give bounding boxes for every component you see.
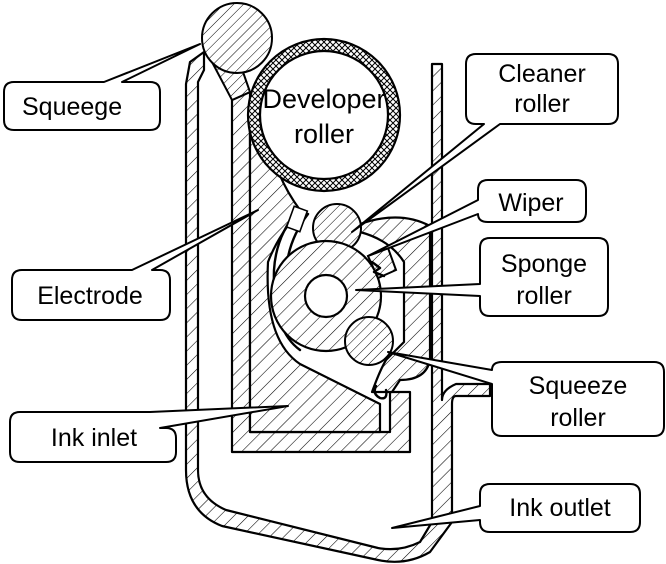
cleaner-roller-label-2: roller [514, 90, 570, 118]
squeeze-roller-label-2: roller [550, 404, 606, 432]
squeeze-hook [373, 384, 388, 400]
developer-roller [246, 37, 402, 193]
squeeze-roller-label-1: Squeeze [529, 372, 628, 400]
squeege-callout [3, 43, 201, 131]
developer-roller-label-2: roller [294, 119, 354, 149]
wiper-label: Wiper [498, 189, 563, 217]
squeeze-roller [344, 316, 394, 366]
cleaner-callout [351, 53, 619, 233]
cleaner-roller-label-1: Cleaner [498, 60, 586, 88]
sponge-roller-label-1: Sponge [501, 250, 587, 278]
squeeze-callout [387, 351, 665, 437]
outer-housing [184, 50, 492, 563]
squeege-roller [201, 2, 273, 74]
developer-roller-label-1: Developer [262, 84, 385, 114]
electrode-callout [11, 209, 259, 321]
ink-inlet-callout [9, 405, 289, 463]
wiper-callout [367, 179, 587, 257]
ink-outlet-callout [391, 483, 641, 533]
ink-inlet-label: Ink inlet [51, 424, 137, 452]
electrode-label: Electrode [37, 282, 143, 310]
sponge-callout [355, 237, 609, 317]
wiper-spring [370, 260, 386, 278]
squeege-label: Squeege [22, 93, 122, 121]
sponge-roller-cavity [358, 216, 432, 394]
electrode-contact [285, 205, 309, 233]
sponge-roller-label-2: roller [516, 282, 572, 310]
ink-outlet-label: Ink outlet [509, 494, 611, 522]
